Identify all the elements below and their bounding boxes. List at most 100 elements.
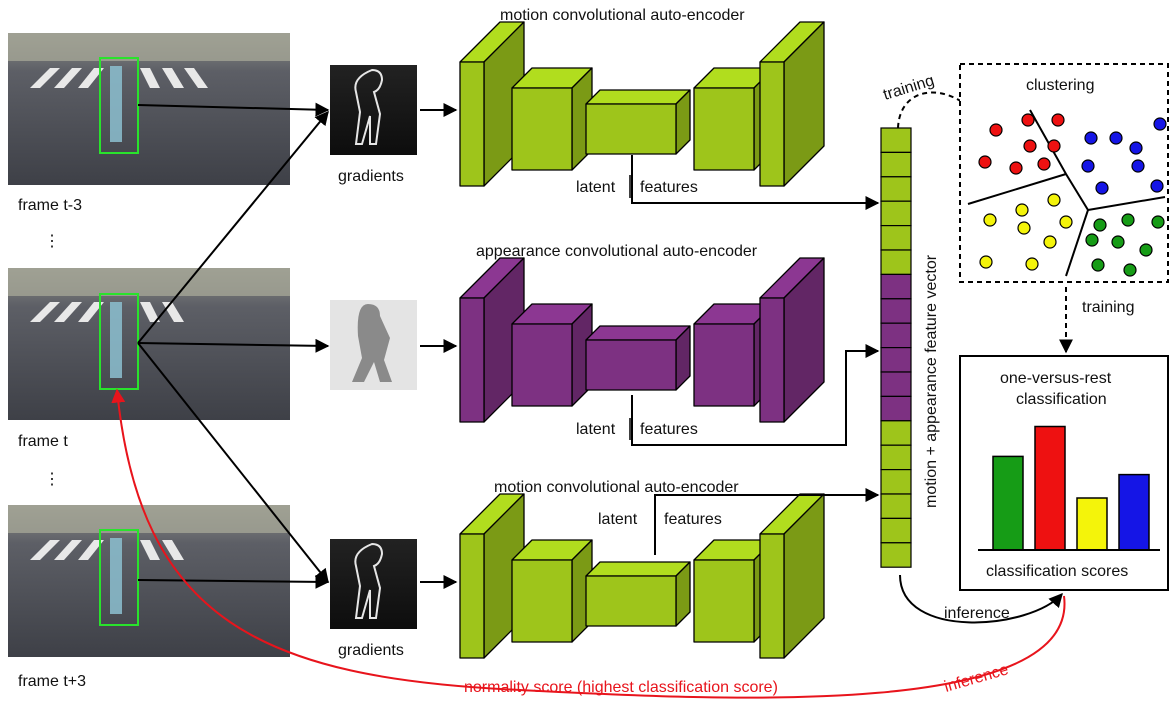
feature-vector-cell — [880, 127, 912, 153]
cluster-point — [1037, 157, 1051, 171]
arrow-latent-mid-to-vector — [631, 344, 880, 446]
clustering-label: clustering — [1026, 77, 1094, 94]
features-label-top: features — [640, 179, 698, 196]
feature-vector-cell — [880, 176, 912, 202]
gradients-label-top: gradients — [338, 168, 404, 185]
latent-label-top: latent — [576, 179, 616, 196]
cluster-point — [1121, 213, 1135, 227]
features-label-mid: features — [640, 421, 698, 438]
cluster-point — [1153, 117, 1167, 131]
features-label-bot: features — [664, 511, 722, 528]
inference-label-red: inference — [942, 661, 1010, 696]
frame-ellipsis: ⋮ — [44, 233, 60, 250]
cluster-point — [1139, 243, 1153, 257]
inference-label: inference — [944, 605, 1010, 622]
latent-label-mid: latent — [576, 421, 616, 438]
feature-vector-cell — [880, 200, 912, 227]
decoder-layer-1 — [759, 493, 825, 659]
latent-layer — [585, 89, 691, 155]
classification-bar — [1076, 497, 1108, 551]
classification-bar — [1034, 425, 1066, 551]
cluster-point — [1131, 159, 1145, 173]
cluster-point — [1081, 159, 1095, 173]
cluster-point — [1091, 258, 1105, 272]
motion-autoencoder-top — [459, 21, 825, 187]
arrow-latent-bot-to-vector — [654, 488, 880, 555]
arrow-inference — [899, 574, 1063, 624]
arrow-frame-middle-to-appearance — [137, 338, 330, 353]
training-label-top: training — [881, 72, 936, 104]
cluster-point — [1017, 221, 1031, 235]
encoder-layer-1 — [459, 493, 525, 659]
cluster-point — [1021, 113, 1035, 127]
arrow-frame-middle-to-gradient-bottom — [137, 342, 329, 584]
cluster-point — [1023, 139, 1037, 153]
feature-vector-cell — [880, 517, 912, 544]
feature-vector-cell — [880, 444, 912, 471]
feature-vector-cell — [880, 493, 912, 519]
feature-vector-cell — [880, 322, 912, 349]
arrow-frame-middle-to-gradient-top — [137, 110, 329, 344]
feature-vector-cell — [880, 298, 912, 324]
cluster-point — [983, 213, 997, 227]
cluster-point — [1093, 218, 1107, 232]
encoder-layer-2 — [511, 67, 593, 171]
feature-vector-cell — [880, 225, 912, 251]
cluster-point — [979, 255, 993, 269]
latent-label-bot: latent — [598, 511, 638, 528]
normality-score-label: normality score (highest classification … — [464, 679, 778, 696]
feature-vector-cell — [880, 273, 912, 300]
cluster-point — [978, 155, 992, 169]
classification-scores-label: classification scores — [986, 563, 1128, 580]
encoder-title-bottom: motion convolutional auto-encoder — [494, 479, 739, 496]
encoder-layer-2 — [511, 303, 593, 407]
cluster-boundaries — [967, 109, 1166, 277]
feature-vector-label: motion + appearance feature vector — [923, 254, 940, 508]
cluster-point — [1150, 179, 1164, 193]
cluster-point — [1129, 141, 1143, 155]
cluster-point — [1047, 139, 1061, 153]
cluster-point — [1084, 131, 1098, 145]
feature-vector — [880, 127, 912, 568]
arrow-frame-top-to-gradient — [137, 102, 330, 117]
feature-vector-cell — [880, 420, 912, 446]
frame-top-image — [8, 33, 290, 185]
cluster-point — [1009, 161, 1023, 175]
cluster-point — [989, 123, 1003, 137]
cluster-point — [1123, 263, 1137, 277]
decoder-layer-1 — [759, 257, 825, 423]
cluster-point — [1111, 235, 1125, 249]
cluster-point — [1109, 131, 1123, 145]
arrow-frame-bottom-to-gradient — [137, 574, 330, 589]
cluster-point — [1051, 113, 1065, 127]
arrow-latent-top-to-vector — [631, 155, 880, 210]
feature-vector-cell — [880, 249, 912, 275]
cluster-point — [1025, 257, 1039, 271]
cluster-point — [1151, 215, 1165, 229]
feature-vector-cell — [880, 395, 912, 422]
feature-vector-cell — [880, 371, 912, 397]
motion-autoencoder-bottom — [459, 493, 825, 659]
frame-middle-label: frame t — [18, 433, 68, 450]
classification-title-line2: classification — [1016, 391, 1107, 408]
training-label-bottom: training — [1082, 299, 1134, 316]
frame-bottom-label: frame t+3 — [18, 673, 86, 690]
cluster-point — [1047, 193, 1061, 207]
frame-ellipsis: ⋮ — [44, 471, 60, 488]
cluster-points — [978, 113, 1167, 277]
classification-bar — [1118, 473, 1150, 551]
cluster-point — [1095, 181, 1109, 195]
cluster-point — [1085, 233, 1099, 247]
latent-layer — [585, 325, 691, 391]
gradient-image-top — [330, 65, 417, 155]
decoder-layer-1 — [759, 21, 825, 187]
encoder-title-appearance: appearance convolutional auto-encoder — [476, 243, 758, 260]
latent-layer — [585, 561, 691, 627]
arrow-normality-score — [111, 388, 1066, 699]
appearance-autoencoder — [459, 257, 825, 423]
feature-vector-cell — [880, 151, 912, 178]
cluster-point — [1059, 215, 1073, 229]
gradient-image-bottom — [330, 539, 417, 629]
classification-bars — [992, 425, 1150, 551]
